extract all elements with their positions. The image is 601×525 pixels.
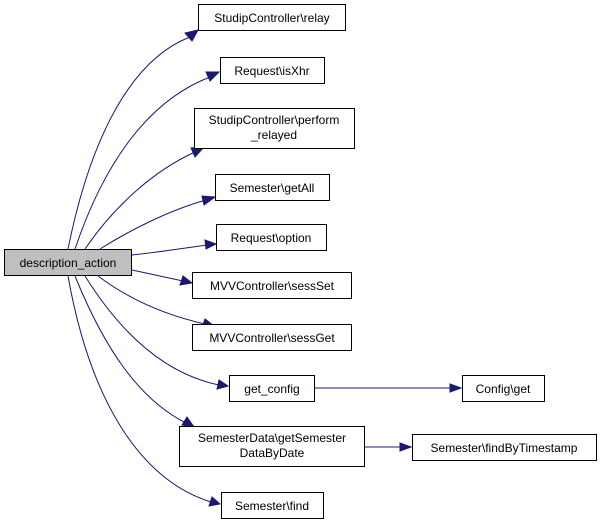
node-find-label: Semester\find <box>235 499 309 513</box>
node-relay-label: StudipController\relay <box>214 11 329 25</box>
node-semdata[interactable]: SemesterData\getSemester DataByDate <box>179 426 365 467</box>
node-find[interactable]: Semester\find <box>221 492 324 519</box>
node-semdata-label-line2: DataByDate <box>240 446 305 460</box>
node-sessget[interactable]: MVVController\sessGet <box>192 324 352 351</box>
edge-semdata-findbyts-arrow <box>399 442 413 452</box>
node-perform-label-line1: StudipController\perform <box>209 113 340 127</box>
edge-root-perform <box>84 151 196 250</box>
node-root-label: description_action <box>20 256 117 270</box>
node-getall-label: Semester\getAll <box>230 181 315 195</box>
node-isxhr-label: Request\isXhr <box>234 64 309 78</box>
edge-root-sessget <box>97 275 206 325</box>
edge-root-relay-arrow <box>184 29 199 42</box>
edge-root-getconfig <box>84 275 220 386</box>
edge-getconfig-configget-arrow <box>449 383 463 393</box>
node-getall[interactable]: Semester\getAll <box>215 174 330 201</box>
node-configget[interactable]: Config\get <box>462 375 545 402</box>
edge-root-getconfig-arrow <box>216 379 230 390</box>
node-findbyts-label: Semester\findByTimestamp <box>431 441 578 455</box>
edge-root-isxhr <box>74 76 211 250</box>
node-root[interactable]: description_action <box>4 249 132 276</box>
edge-root-option <box>131 244 208 256</box>
edge-root-find <box>67 275 212 503</box>
edge-root-sessset <box>131 269 184 282</box>
edge-root-sessset-arrow <box>179 275 194 286</box>
edge-root-semdata-arrow <box>181 416 196 428</box>
node-option[interactable]: Request\option <box>216 224 327 251</box>
edge-root-getall <box>99 199 207 250</box>
edge-root-find-arrow <box>208 496 222 507</box>
node-getconfig-label: get_config <box>244 382 299 396</box>
edge-root-isxhr-arrow <box>205 71 221 82</box>
node-isxhr[interactable]: Request\isXhr <box>220 57 325 84</box>
node-option-label: Request\option <box>231 231 312 245</box>
node-getconfig[interactable]: get_config <box>229 375 315 402</box>
node-semdata-label-line1: SemesterData\getSemester <box>198 431 346 445</box>
edge-root-option-arrow <box>204 239 218 250</box>
node-sessget-label: MVVController\sessGet <box>209 331 335 345</box>
node-perform-label-line2: _relayed <box>250 128 297 142</box>
node-findbyts[interactable]: Semester\findByTimestamp <box>412 434 597 461</box>
node-sessset-label: MVVController\sessSet <box>210 279 335 293</box>
edges <box>67 29 463 507</box>
node-sessset[interactable]: MVVController\sessSet <box>192 272 352 299</box>
node-relay[interactable]: StudipController\relay <box>198 4 346 31</box>
node-perform[interactable]: StudipController\perform _relayed <box>194 108 355 149</box>
edge-root-getall-arrow <box>201 195 217 206</box>
node-configget-label: Config\get <box>476 382 531 396</box>
edge-root-relay <box>67 36 191 250</box>
edge-root-semdata <box>74 275 187 424</box>
